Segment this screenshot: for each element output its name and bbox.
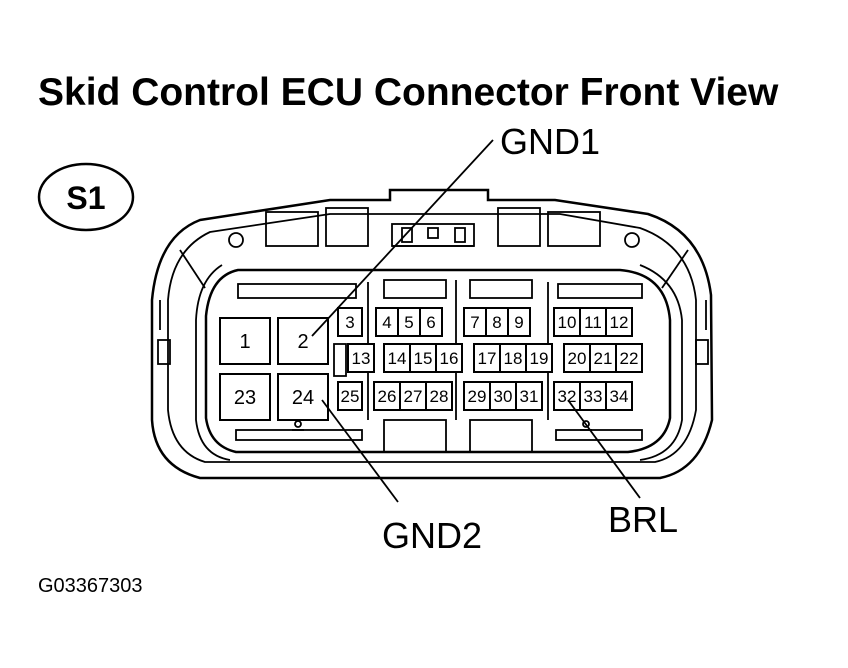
pin-32-label: 32	[558, 387, 577, 406]
pin-row-3: 25 26 27 28 29 30 31 32 33 34	[337, 381, 633, 411]
pin-28	[425, 381, 453, 411]
pin-6-label: 6	[426, 313, 435, 332]
pin-22-label: 22	[620, 349, 639, 368]
pin-4-label: 4	[382, 313, 391, 332]
pin-20	[563, 343, 591, 373]
pin-29-label: 29	[468, 387, 487, 406]
pin-17-label: 17	[478, 349, 497, 368]
gnd1-leader-line	[311, 139, 494, 337]
pin-19-label: 19	[530, 349, 549, 368]
pin-6	[419, 307, 443, 337]
pin-1-label: 1	[239, 331, 250, 353]
pin-27	[399, 381, 427, 411]
pin-9	[507, 307, 531, 337]
pin-22	[615, 343, 643, 373]
pin-27-label: 27	[404, 387, 423, 406]
pin-31	[515, 381, 543, 411]
pin-15-label: 15	[414, 349, 433, 368]
pin-31-label: 31	[520, 387, 539, 406]
connector-housing	[150, 188, 714, 480]
pin-2	[277, 317, 329, 365]
pin-9-label: 9	[514, 313, 523, 332]
pin-1	[219, 317, 271, 365]
pin-25	[337, 381, 363, 411]
pin-26	[373, 381, 401, 411]
pin-2-label: 2	[297, 331, 308, 353]
gnd2-leader-line	[321, 399, 399, 503]
pin-24-label: 24	[292, 387, 314, 409]
pin-16	[435, 343, 463, 373]
pin-3	[337, 307, 363, 337]
pin-12-label: 12	[610, 313, 629, 332]
pin-14-label: 14	[388, 349, 407, 368]
pin-12	[605, 307, 633, 337]
brl-label: BRL	[608, 499, 678, 540]
pin-20-label: 20	[568, 349, 587, 368]
pin-row-1: 3 4 5 6 7 8 9 10 11 12	[337, 307, 633, 337]
pin-28-label: 28	[430, 387, 449, 406]
pin-row-2: 13 14 15 16 17 18 19 20 21 22	[347, 343, 643, 373]
pin-24	[277, 373, 329, 421]
pin-7-label: 7	[470, 313, 479, 332]
pin-13	[347, 343, 375, 373]
pin-34	[605, 381, 633, 411]
pin-19	[525, 343, 553, 373]
pin-30-label: 30	[494, 387, 513, 406]
pin-17	[473, 343, 501, 373]
pin-23	[219, 373, 271, 421]
pin-13-label: 13	[352, 349, 371, 368]
pin-21-label: 21	[594, 349, 613, 368]
pin-10-label: 10	[558, 313, 577, 332]
pin-34-label: 34	[610, 387, 629, 406]
pin-11-label: 11	[584, 313, 602, 332]
gnd1-label: GND1	[500, 121, 600, 162]
pin-16-label: 16	[440, 349, 459, 368]
gnd2-label: GND2	[382, 515, 482, 556]
pin-18-label: 18	[504, 349, 523, 368]
connector-id-label: S1	[66, 180, 105, 216]
pin-25-label: 25	[341, 387, 360, 406]
brl-leader-line	[567, 399, 641, 499]
pin-33	[579, 381, 607, 411]
connector-id-badge	[37, 162, 135, 232]
pin-33-label: 33	[584, 387, 603, 406]
large-pins: 1 2 23 24	[219, 317, 329, 421]
pin-32	[553, 381, 581, 411]
pin-29	[463, 381, 491, 411]
pin-26-label: 26	[378, 387, 397, 406]
pin-10	[553, 307, 581, 337]
diagram-title: Skid Control ECU Connector Front View	[38, 71, 779, 114]
figure-code: G03367303	[38, 575, 143, 597]
pin-8-label: 8	[492, 313, 501, 332]
pin-5-label: 5	[404, 313, 413, 332]
pin-23-label: 23	[234, 387, 256, 409]
pin-3-label: 3	[345, 313, 354, 332]
